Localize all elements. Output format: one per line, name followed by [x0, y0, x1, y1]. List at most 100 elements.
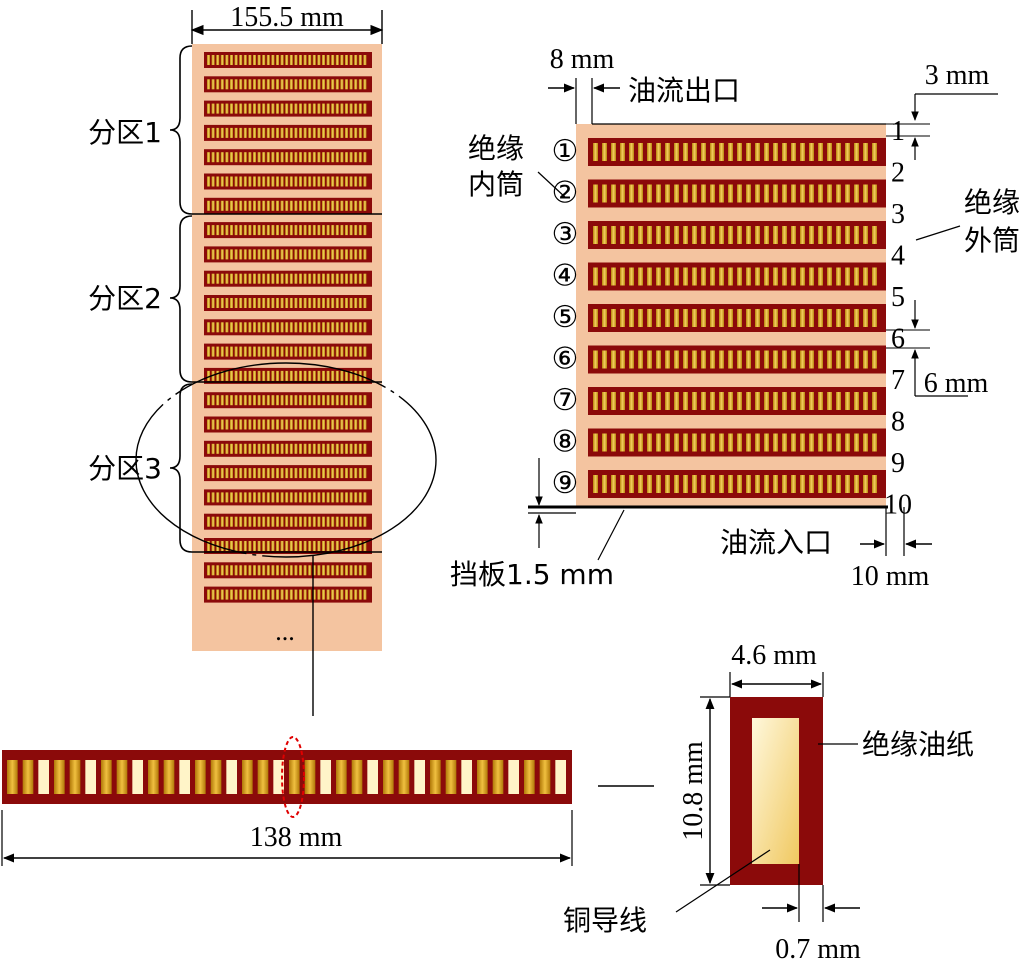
- copper-strand: [728, 267, 733, 286]
- copper-strand: [257, 492, 261, 503]
- copper-strand: [276, 79, 279, 90]
- copper-strand: [354, 298, 358, 308]
- copper-strand: [349, 395, 353, 406]
- copper-strand: [308, 516, 312, 527]
- copper-strand: [340, 443, 344, 454]
- copper-strand: [755, 350, 760, 369]
- copper-strand: [312, 370, 316, 381]
- copper-strand: [354, 395, 358, 406]
- magnified-strand: [54, 760, 65, 794]
- copper-strand: [312, 346, 316, 357]
- magnified-strand: [430, 760, 441, 794]
- copper-strand: [363, 370, 367, 381]
- zone-3-label: 分区3: [88, 452, 162, 485]
- copper-strand: [225, 249, 229, 260]
- copper-strand: [239, 55, 243, 65]
- copper-strand: [620, 226, 625, 244]
- copper-strand: [303, 176, 307, 187]
- copper-strand: [276, 55, 279, 65]
- copper-strand: [326, 322, 330, 333]
- copper-strand: [312, 492, 316, 503]
- copper-strand: [285, 419, 289, 430]
- copper-strand: [317, 370, 321, 381]
- copper-strand: [243, 79, 247, 90]
- copper-strand: [345, 273, 348, 284]
- copper-strand: [683, 433, 688, 452]
- copper-strand: [692, 184, 697, 203]
- copper-strand: [764, 267, 769, 286]
- copper-strand: [220, 176, 224, 187]
- copper-strand: [234, 468, 238, 479]
- copper-strand: [322, 152, 325, 163]
- copper-strand: [818, 350, 823, 369]
- copper-strand: [728, 475, 733, 493]
- copper-strand: [782, 475, 787, 493]
- copper-strand: [239, 565, 243, 576]
- magnified-strand: [195, 760, 206, 794]
- copper-strand: [207, 176, 210, 187]
- magnified-strand: [179, 760, 190, 794]
- copper-strand: [248, 541, 252, 551]
- copper-strand: [349, 541, 353, 551]
- copper-strand: [340, 249, 344, 260]
- copper-strand: [257, 152, 261, 163]
- copper-strand: [211, 176, 215, 187]
- copper-strand: [303, 492, 307, 503]
- copper-strand: [818, 392, 823, 410]
- copper-strand: [719, 392, 724, 410]
- copper-strand: [289, 79, 293, 90]
- copper-strand: [638, 184, 643, 203]
- copper-strand: [593, 143, 598, 161]
- copper-strand: [207, 79, 210, 90]
- copper-strand: [216, 225, 220, 236]
- copper-strand: [239, 103, 243, 114]
- copper-strand: [280, 541, 284, 551]
- copper-strand: [746, 350, 751, 369]
- copper-strand: [239, 541, 243, 551]
- left-disc: [204, 222, 372, 239]
- copper-strand: [317, 395, 321, 406]
- copper-strand: [322, 370, 325, 381]
- channel-number-label: 6: [891, 324, 905, 355]
- copper-strand: [207, 322, 210, 333]
- copper-strand: [358, 225, 362, 236]
- copper-strand: [262, 152, 266, 163]
- copper-strand: [728, 226, 733, 244]
- copper-strand: [326, 370, 330, 381]
- copper-strand: [271, 55, 275, 65]
- copper-strand: [863, 433, 868, 452]
- copper-strand: [363, 322, 367, 333]
- copper-strand: [363, 468, 367, 479]
- copper-strand: [317, 103, 321, 114]
- copper-strand: [764, 309, 769, 327]
- copper-strand: [225, 468, 229, 479]
- copper-strand: [611, 309, 616, 327]
- copper-strand: [253, 516, 256, 527]
- copper-strand: [602, 475, 607, 493]
- copper-strand: [764, 433, 769, 452]
- copper-strand: [665, 143, 670, 161]
- copper-strand: [220, 395, 224, 406]
- copper-strand: [345, 103, 348, 114]
- copper-strand: [827, 267, 832, 286]
- magnified-strand: [69, 760, 81, 794]
- copper-strand: [854, 143, 859, 161]
- copper-strand: [225, 152, 229, 163]
- disc-number-label: ⑤: [552, 300, 579, 335]
- copper-strand: [363, 395, 367, 406]
- copper-strand: [710, 350, 715, 369]
- copper-strand: [872, 143, 877, 161]
- copper-strand: [225, 200, 229, 211]
- copper-strand: [710, 226, 715, 244]
- copper-strand: [345, 249, 348, 260]
- copper-strand: [665, 350, 670, 369]
- copper-strand: [248, 565, 252, 576]
- copper-strand: [207, 103, 210, 114]
- copper-strand: [216, 589, 220, 600]
- copper-strand: [602, 392, 607, 410]
- copper-strand: [230, 298, 233, 308]
- conductor-cross-section: 4.6 mm 10.8 mm 绝缘油纸 铜导线 0.7 mm: [563, 640, 974, 965]
- copper-strand: [257, 322, 261, 333]
- copper-strand: [257, 589, 261, 600]
